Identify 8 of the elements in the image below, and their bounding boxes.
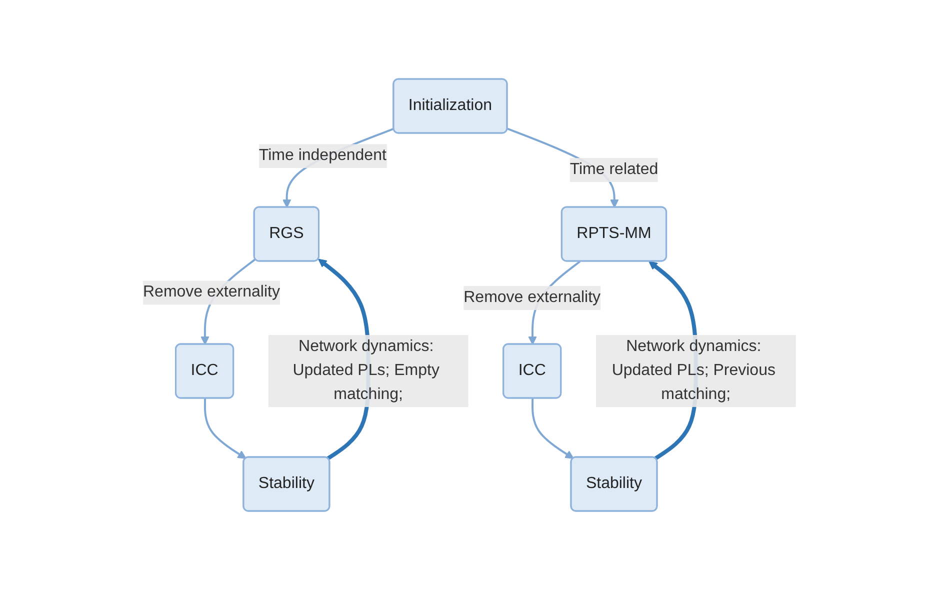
edge-label: Time related xyxy=(569,160,658,178)
arrow xyxy=(204,398,246,459)
edge-label: Remove externality xyxy=(142,284,280,301)
edge-label: Network dynamics: Updated PLs; Previous matching; xyxy=(611,338,776,403)
edge-label: Network dynamics: Updated PLs; Empty matching; xyxy=(292,338,440,403)
edge-label: Remove externality xyxy=(463,288,600,306)
arrow xyxy=(531,398,574,459)
edge-label: Time independent xyxy=(258,147,386,164)
